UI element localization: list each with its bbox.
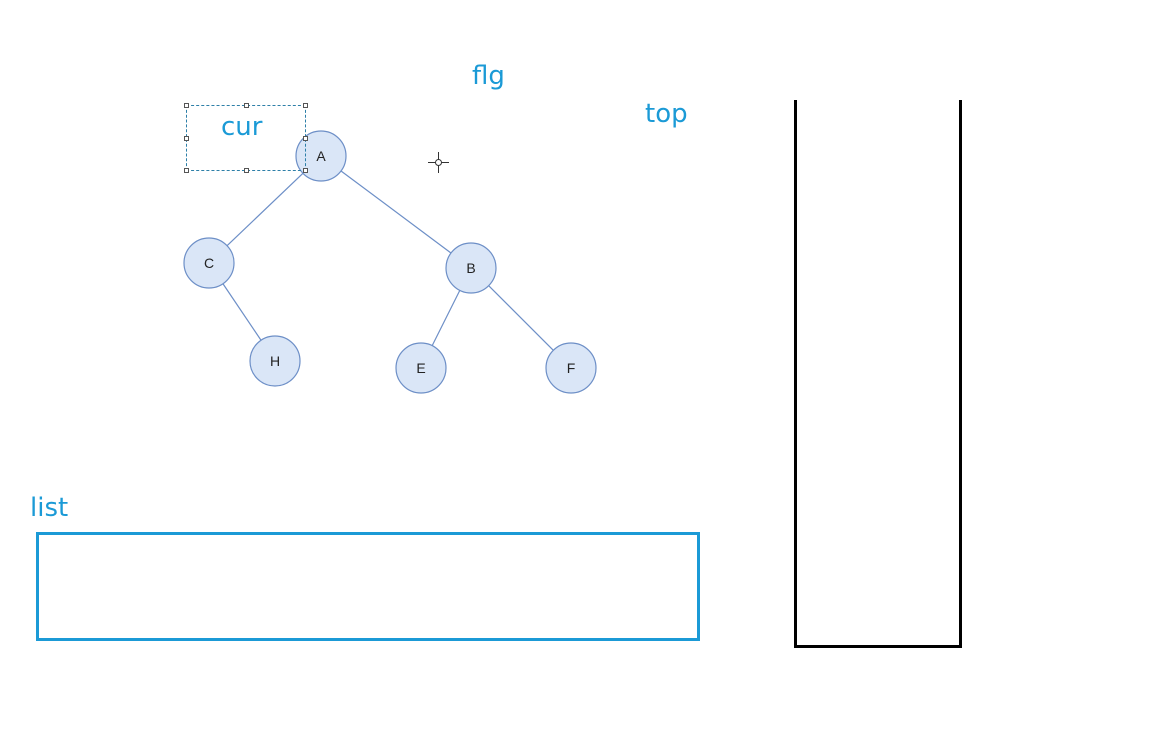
- tree-edge-B-E: [431, 290, 461, 346]
- tree-node-label: H: [270, 353, 280, 369]
- tree-node-label: E: [416, 360, 425, 376]
- resize-handle[interactable]: [184, 103, 189, 108]
- resize-handle[interactable]: [303, 103, 308, 108]
- resize-handle[interactable]: [244, 103, 249, 108]
- tree-node-E[interactable]: E: [395, 342, 447, 394]
- resize-handle[interactable]: [303, 168, 308, 173]
- resize-handle[interactable]: [184, 168, 189, 173]
- tree-node-F[interactable]: F: [545, 342, 597, 394]
- tree-node-circle: [249, 335, 301, 387]
- flg-label: flg: [472, 61, 505, 91]
- crosshair-cursor-icon: [428, 152, 449, 173]
- tree-edge-A-C: [226, 172, 304, 247]
- tree-node-circle: [545, 342, 597, 394]
- tree-node-circle: [295, 130, 347, 182]
- stack-container: [794, 100, 962, 648]
- tree-node-label: B: [466, 260, 475, 276]
- cur-pointer-box[interactable]: cur: [184, 103, 308, 173]
- tree-node-label: F: [567, 360, 576, 376]
- tree-node-A[interactable]: A: [295, 130, 347, 182]
- tree-node-B[interactable]: B: [445, 242, 497, 294]
- tree-nodes: A B C E F H: [183, 130, 597, 394]
- resize-handle[interactable]: [303, 136, 308, 141]
- tree-node-label: C: [204, 255, 214, 271]
- list-container: [36, 532, 700, 641]
- tree-node-H[interactable]: H: [249, 335, 301, 387]
- cur-label: cur: [221, 112, 263, 142]
- tree-node-label: A: [316, 148, 326, 164]
- tree-edge-C-H: [222, 283, 262, 341]
- list-label: list: [30, 493, 69, 523]
- tree-edges: [222, 170, 554, 351]
- top-label: top: [645, 99, 688, 129]
- tree-edge-B-F: [488, 285, 554, 351]
- tree-node-C[interactable]: C: [183, 237, 235, 289]
- tree-node-circle: [183, 237, 235, 289]
- tree-node-circle: [445, 242, 497, 294]
- resize-handle[interactable]: [184, 136, 189, 141]
- tree-edge-A-B: [340, 170, 452, 254]
- resize-handle[interactable]: [244, 168, 249, 173]
- tree-node-circle: [395, 342, 447, 394]
